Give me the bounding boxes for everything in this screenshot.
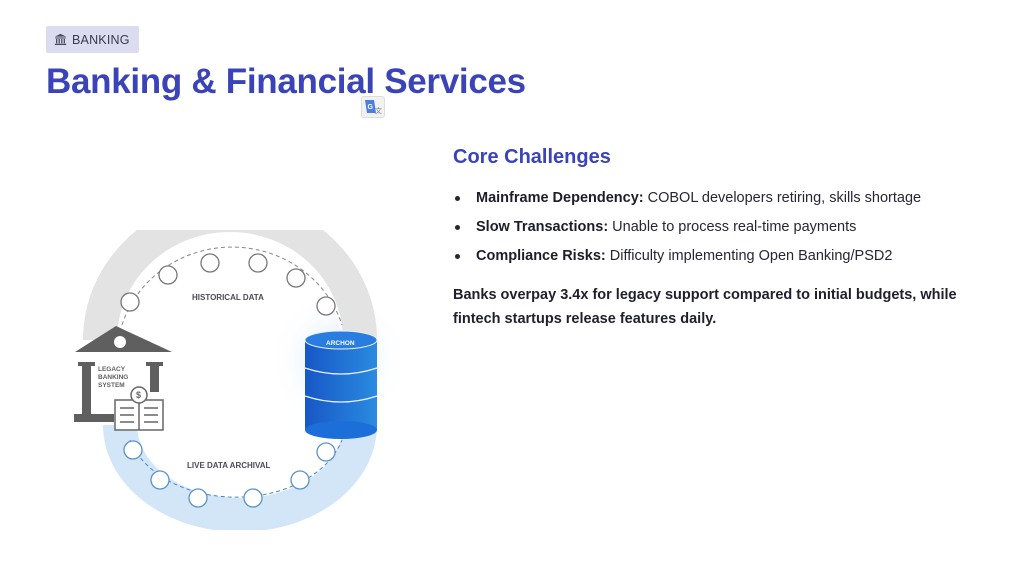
- svg-text:文: 文: [375, 106, 382, 115]
- legacy-label-line: BANKING: [98, 374, 128, 381]
- list-item: Compliance Risks: Difficulty implementin…: [455, 246, 921, 275]
- list-item: Slow Transactions: Unable to process rea…: [455, 217, 921, 246]
- legacy-label-line: LEGACY: [98, 366, 126, 373]
- challenge-label: Slow Transactions:: [476, 219, 609, 235]
- svg-text:$: $: [136, 390, 141, 400]
- page-title: Banking & Financial Services: [46, 62, 526, 101]
- translate-button[interactable]: G 文: [361, 96, 385, 118]
- section-title: Core Challenges: [453, 146, 611, 168]
- category-badge: BANKING: [46, 26, 139, 53]
- challenge-text: COBOL developers retiring, skills shorta…: [643, 190, 922, 206]
- challenges-list: Mainframe Dependency: COBOL developers r…: [455, 188, 921, 275]
- challenge-text: Unable to process real-time payments: [608, 219, 857, 235]
- archon-logo-text: ARCHON: [326, 340, 355, 347]
- ledger-book-icon: [114, 386, 164, 431]
- historical-data-label: HISTORICAL DATA: [192, 293, 264, 302]
- archon-database-icon: [304, 330, 378, 439]
- google-translate-icon: G 文: [365, 100, 382, 115]
- data-archival-diagram: HISTORICAL DATA LIVE DATA ARCHIVAL LEGAC…: [60, 198, 408, 532]
- challenge-text: Difficulty implementing Open Banking/PSD…: [605, 248, 893, 264]
- svg-text:G: G: [368, 104, 374, 111]
- badge-label: BANKING: [72, 32, 130, 47]
- legacy-label-line: SYSTEM: [98, 382, 125, 389]
- live-data-archival-label: LIVE DATA ARCHIVAL: [187, 461, 271, 470]
- challenge-label: Compliance Risks:: [476, 248, 606, 264]
- challenge-label: Mainframe Dependency:: [476, 190, 644, 206]
- bank-icon: [54, 33, 67, 46]
- list-item: Mainframe Dependency: COBOL developers r…: [455, 188, 921, 217]
- legacy-bank-icon: [74, 326, 172, 422]
- summary-text: Banks overpay 3.4x for legacy support co…: [453, 287, 957, 327]
